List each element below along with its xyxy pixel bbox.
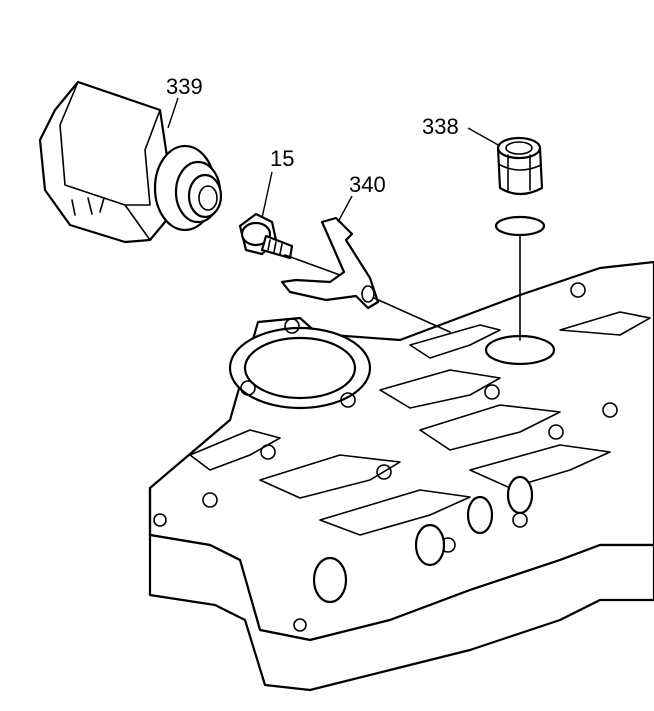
- callout-340: 340: [349, 172, 386, 197]
- leader-lines: [167, 97, 501, 223]
- callout-338: 338: [422, 114, 459, 139]
- assembly-lines: [284, 235, 521, 341]
- filter-part: [494, 136, 546, 237]
- callout-15: 15: [270, 146, 295, 171]
- solenoid-part: [38, 80, 223, 244]
- bolt-part: [238, 212, 294, 260]
- valve-body: [148, 260, 654, 692]
- clip-part: [280, 216, 380, 310]
- callout-339: 339: [166, 74, 203, 99]
